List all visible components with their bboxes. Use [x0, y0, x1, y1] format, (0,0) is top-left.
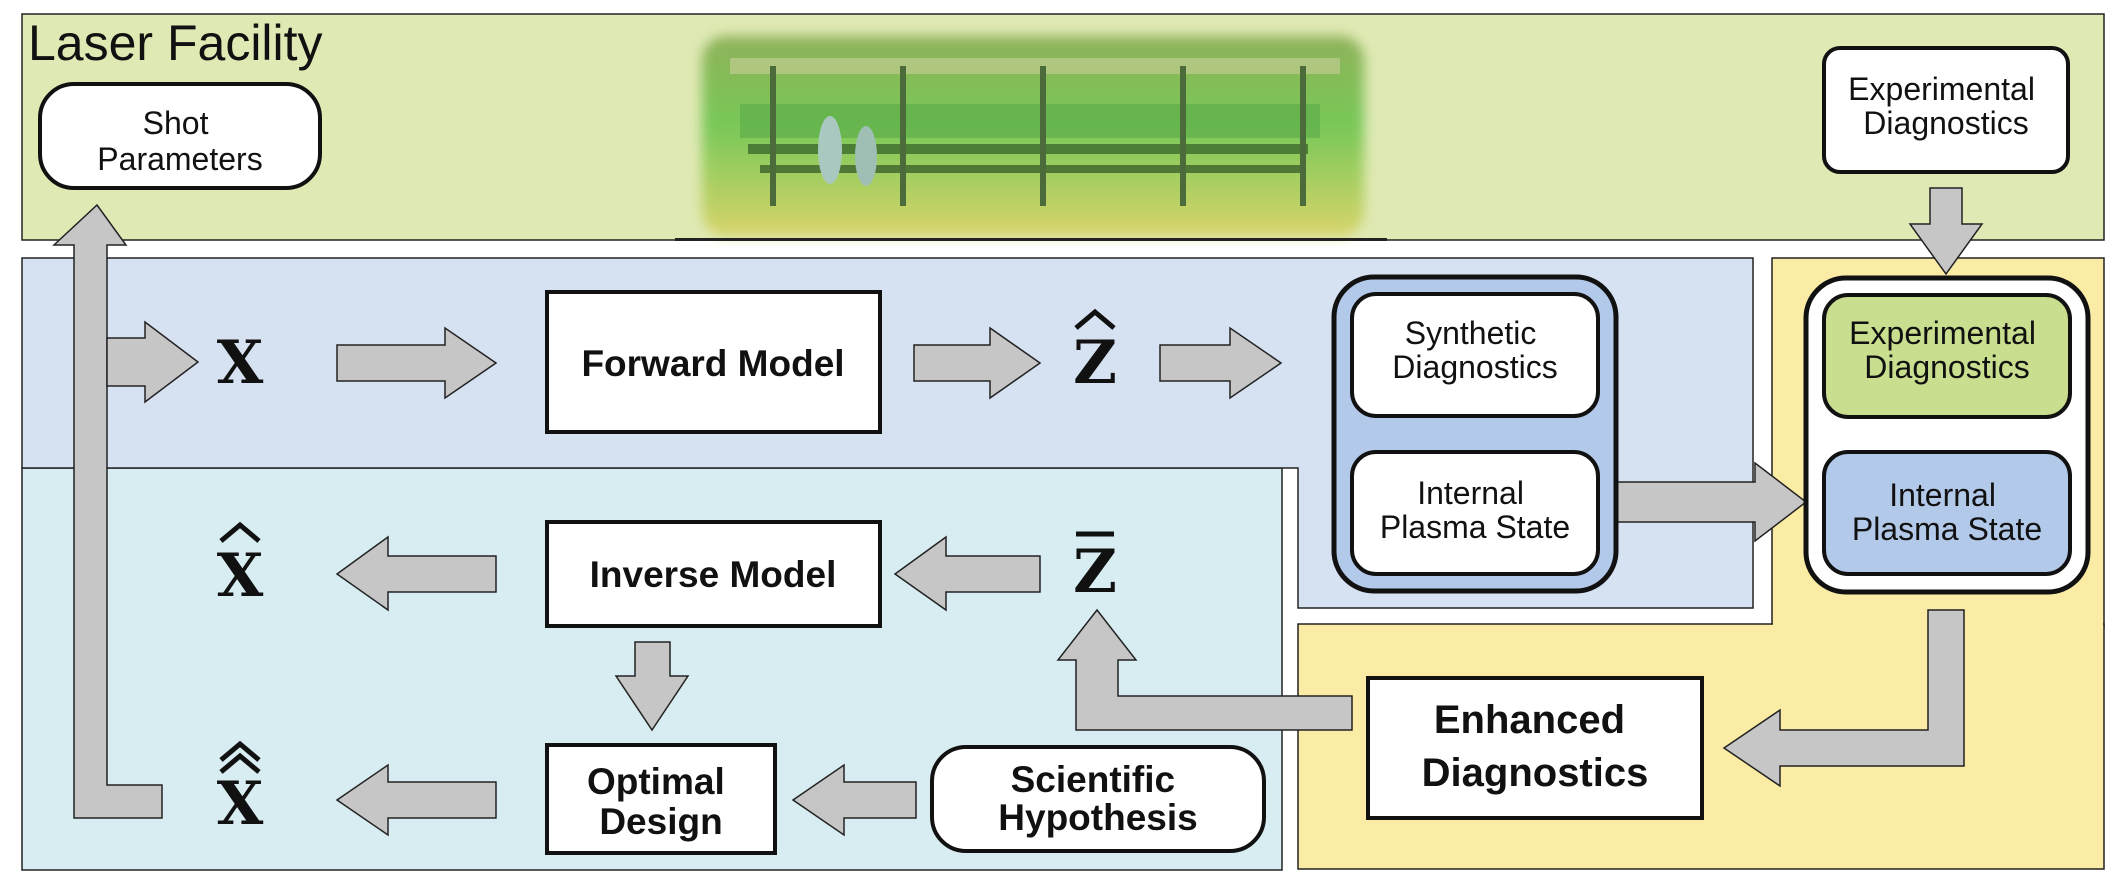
xhathat-symbol: X [217, 769, 264, 839]
optimal-design-label-1: Optimal [587, 761, 725, 802]
arrow-hypothesis-to-optimal [791, 763, 917, 837]
experimental-diagnostics-box [1822, 293, 2072, 419]
arrow-inverse-to-optimal [614, 641, 690, 732]
zhat-symbol: Z [1073, 328, 1117, 398]
arrow-synthetic-to-experimental [1614, 461, 1808, 543]
xhat-symbol-group: X [217, 521, 264, 611]
zbar-symbol-group: Z [1073, 531, 1117, 607]
scientific-hypothesis-label-2: Hypothesis [998, 797, 1197, 838]
experimental-plasma-state-box [1822, 450, 2072, 576]
enhanced-diagnostics-box [1366, 676, 1704, 820]
forward-model-box [545, 290, 882, 434]
laser-facility-photo [675, 36, 1387, 241]
double-hat-accent-upper [219, 740, 261, 762]
arrow-zbar-to-inverse-model [893, 535, 1041, 612]
svg-text:Optimal Design: Optimal Design [587, 761, 735, 842]
svg-text:Scientific Hypothesis: Scientific Hypothesis [998, 759, 1197, 838]
optimal-design-label-2: Design [599, 801, 722, 842]
svg-text:Shot Parameters: Shot Parameters [97, 105, 262, 177]
zhat-symbol-group: Z [1073, 308, 1117, 398]
scientific-hypothesis-label-1: Scientific [1011, 759, 1176, 800]
enhanced-diagnostics-label-1: Enhanced [1434, 698, 1625, 742]
enhanced-diagnostics-label-2: Diagnostics [1422, 751, 1649, 795]
optimal-design-box [545, 743, 777, 855]
x-symbol: X [217, 328, 264, 398]
forward-model-label: Forward Model [581, 343, 844, 384]
scientific-hypothesis-box [930, 745, 1266, 853]
arrow-experimental-to-enhanced [1722, 609, 1965, 788]
synthetic-diagnostics-label-2: Diagnostics [1392, 349, 1557, 385]
synthetic-plasma-state-label-2: Plasma State [1380, 509, 1570, 545]
arrow-zhat-to-synthetic [1159, 326, 1283, 400]
xhat-symbol: X [217, 541, 264, 611]
arrow-inverse-model-to-xhat [335, 535, 497, 612]
shot-parameters-label-2: Parameters [97, 141, 262, 177]
experimental-diagnostics-top-label-2: Diagnostics [1863, 105, 2028, 141]
experimental-diagnostics-top-box [1822, 46, 2070, 174]
arrow-x-to-forward-model [336, 326, 498, 400]
feedback-arrow-to-shot-parameters [52, 203, 163, 819]
xhathat-symbol-group: X [217, 740, 264, 839]
svg-text:Internal Plasma State: Internal Plasma State [1852, 477, 2042, 547]
synthetic-plasma-state-label-1: Internal [1417, 475, 1524, 511]
arrow-forward-model-to-zhat [913, 326, 1042, 400]
double-hat-accent-lower [219, 752, 261, 774]
arrow-experimental-down [1908, 187, 1984, 276]
inverse-model-label: Inverse Model [590, 554, 837, 595]
svg-text:Experimental Diagnostics: Experimental Diagnostics [1849, 315, 2045, 385]
svg-text:Synthetic Diagnostics: Synthetic Diagnostics [1392, 315, 1557, 385]
arrow-to-x [106, 320, 200, 404]
shot-parameters-box [38, 82, 322, 190]
hat-accent [1074, 308, 1116, 330]
inverse-model-box [545, 520, 882, 628]
zbar-symbol: Z [1073, 537, 1117, 607]
shot-parameters-label-1: Shot [143, 105, 209, 141]
synthetic-diagnostics-box [1350, 292, 1600, 418]
experimental-diagnostics-top-label-1: Experimental [1848, 71, 2035, 107]
svg-text:Enhanced Diagnostics: Enhanced Diagnostics [1422, 698, 1649, 795]
svg-text:Experimental Diagnostics: Experimental Diagnostics [1848, 71, 2044, 141]
synthetic-diagnostics-label-1: Synthetic [1405, 315, 1537, 351]
svg-text:Internal Plasma State: Internal Plasma State [1380, 475, 1570, 545]
synthetic-plasma-state-box [1350, 450, 1600, 576]
laser-facility-title: Laser Facility [28, 15, 323, 71]
hat-accent [219, 521, 261, 543]
arrow-optimal-to-xhathat [335, 763, 497, 837]
arrow-enhanced-to-zbar [1056, 608, 1353, 731]
experimental-diagnostics-label-1: Experimental [1849, 315, 2036, 351]
experimental-plasma-state-label-1: Internal [1889, 477, 1996, 513]
experimental-plasma-state-label-2: Plasma State [1852, 511, 2042, 547]
experimental-diagnostics-label-2: Diagnostics [1864, 349, 2029, 385]
